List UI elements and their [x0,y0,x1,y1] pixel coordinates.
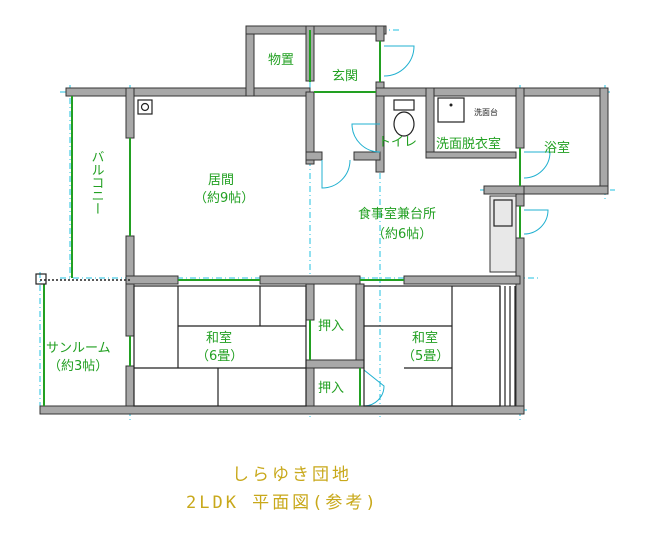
tatami-lines [133,285,516,407]
label-living: 居間 [208,173,234,188]
label-washroom: 洗面脱衣室 [436,136,501,152]
sink-icon [137,99,153,115]
room-labels: 物置 玄関 トイレ 洗面脱衣室 洗面台 浴室 居間 （約9帖） 食事室兼台所 （… [46,53,570,396]
washbasin-icon [437,97,465,123]
label-sunroom: サンルーム [46,341,111,356]
label-washitsu1: 和室 [206,330,232,346]
label-dining: 食事室兼台所 [358,206,436,222]
plan-title: しらゆき団地 [232,465,352,485]
toilet-icon [393,99,415,111]
plan-subtitle: 2LDK 平面図(参考) [186,493,379,513]
label-balcony: バルコニー [89,150,105,215]
fixtures [137,97,465,137]
label-closet2: 押入 [318,381,344,396]
label-washitsu2: 和室 [412,330,438,346]
label-living-size: （約9帖） [194,191,254,206]
label-washbasin: 洗面台 [474,107,498,117]
label-dining-size: （約6帖） [372,227,432,242]
label-closet1: 押入 [318,319,344,334]
label-sunroom-size: （約3帖） [48,359,108,374]
label-toilet: トイレ [378,135,417,150]
walls [39,25,609,415]
label-washitsu1-size: （6畳） [196,349,243,364]
fittings [35,30,521,406]
label-storage: 物置 [268,53,294,68]
doors [321,45,551,407]
label-entrance: 玄関 [332,69,358,84]
label-washitsu2-size: （5畳） [402,349,449,364]
label-bath: 浴室 [544,140,570,156]
